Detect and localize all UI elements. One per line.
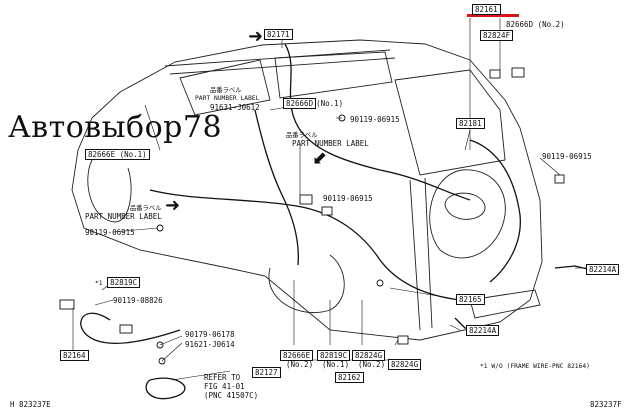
part-label-82127: 82127 xyxy=(252,367,281,378)
connector-center-1 xyxy=(299,194,313,205)
spare-tire xyxy=(429,169,506,259)
part-label-90119-06915-left: 90119-06915 xyxy=(85,228,135,237)
part-label-82214A-bottom: 82214A xyxy=(466,325,500,336)
refer-note-line-2: FIG 41-01 xyxy=(204,382,245,391)
part-number-label-text: PART NUMBER LABEL xyxy=(195,95,260,102)
roof-harness xyxy=(284,43,471,201)
watermark-text: Автовыбор78 xyxy=(8,110,223,145)
vehicle-side xyxy=(71,117,421,341)
side-window xyxy=(179,59,271,116)
part-label-82666D-no1: 82666D(No.1) xyxy=(283,98,344,109)
rear-door-edge xyxy=(409,177,433,331)
connector-82666D-no2 xyxy=(511,67,525,78)
connector-right-1 xyxy=(554,174,565,184)
part-label-90179-06178: 90179-06178 xyxy=(185,330,235,339)
part-label-82819C-b: 82819C xyxy=(317,350,351,361)
rear-window xyxy=(394,69,506,176)
part-label-82666D-no2: 82666D (No.2) xyxy=(506,20,565,29)
sub-harness xyxy=(145,377,186,400)
connector-bottom-1 xyxy=(397,335,409,345)
part-label-82666E-no1: 82666E (No.1) xyxy=(85,149,150,160)
part-label-82666E-b: 82666E xyxy=(280,350,314,361)
part-label-90119-06915-right: 90119-06915 xyxy=(542,152,592,161)
vehicle-roof xyxy=(91,39,521,129)
side-window-2 xyxy=(274,51,393,99)
bolt-5 xyxy=(376,279,384,287)
arrow-icon: ⬋ xyxy=(312,148,328,169)
roof-rack xyxy=(164,49,396,75)
mark-asterisk-1: *1 xyxy=(95,280,103,287)
part-label-91621-J0614: 91621-J0614 xyxy=(185,340,235,349)
refer-note-line-3: (PNC 41507C) xyxy=(204,391,259,400)
part-variant-82819C-b: (No.1) xyxy=(322,360,350,369)
part-label-82162: 82162 xyxy=(335,372,364,383)
part-code: 82819C xyxy=(107,277,141,288)
part-label-82161: 82161 xyxy=(472,4,501,15)
left-harness xyxy=(80,312,181,344)
connector-center-2 xyxy=(321,206,333,216)
part-label-82181: 82181 xyxy=(456,118,485,129)
bumper xyxy=(469,289,541,319)
part-label-90119-08826: 90119-08826 xyxy=(113,296,163,305)
footnote: *1 W/O (FRAME WIRE-PNC 82164) xyxy=(480,363,590,370)
part-label-82165: 82165 xyxy=(456,294,485,305)
part-number-label-text-2: PART NUMBER LABEL xyxy=(292,139,369,148)
tag-label-jp: 品番ラベル xyxy=(210,87,242,94)
part-label-90119-06915-center: 90119-06915 xyxy=(323,194,373,203)
part-variant-82824G-1: (No.2) xyxy=(358,360,386,369)
part-variant-82666E-b: (No.2) xyxy=(286,360,314,369)
connector-82164-1 xyxy=(59,299,75,310)
part-number-label-text-3: PART NUMBER LABEL xyxy=(85,212,162,221)
part-label-90119-06915-top: 90119-06915 xyxy=(350,115,400,124)
part-label-82824G-1: 82824G xyxy=(352,350,386,361)
front-wheel xyxy=(87,159,132,223)
rear-harness xyxy=(469,139,521,283)
tag-label-jp-3: 品番ラベル xyxy=(130,205,162,212)
connector-82164-2 xyxy=(119,324,133,334)
part-label-82824F: 82824F xyxy=(480,30,514,41)
refer-note-line-1: REFER TO xyxy=(204,373,241,382)
floor-harness xyxy=(149,189,461,301)
part-label-82164: 82164 xyxy=(60,350,89,361)
pillar-harness xyxy=(254,109,299,266)
highlight-underline xyxy=(467,14,519,17)
figure-code-left: H 823237E xyxy=(10,400,51,409)
arrow-icon: ➜ xyxy=(248,26,264,47)
figure-code-right: 823237F xyxy=(590,400,622,409)
tag-label-jp-2: 品番ラベル xyxy=(286,132,318,139)
rear-wheel xyxy=(268,254,345,314)
arrow-icon: ➜ xyxy=(165,195,181,216)
part-label-82171: 82171 xyxy=(264,29,293,40)
connector-82824F xyxy=(489,69,501,79)
part-label-82824G-2: 82824G xyxy=(388,359,422,370)
part-label-82819C-left: *1 82819C xyxy=(95,277,141,288)
part-variant: (No.1) xyxy=(316,99,344,108)
part-code: 82666D xyxy=(283,98,317,109)
part-label-82214A-right: 82214A xyxy=(586,264,620,275)
part-label-91631-J0612: 91631-J0612 xyxy=(210,103,260,112)
